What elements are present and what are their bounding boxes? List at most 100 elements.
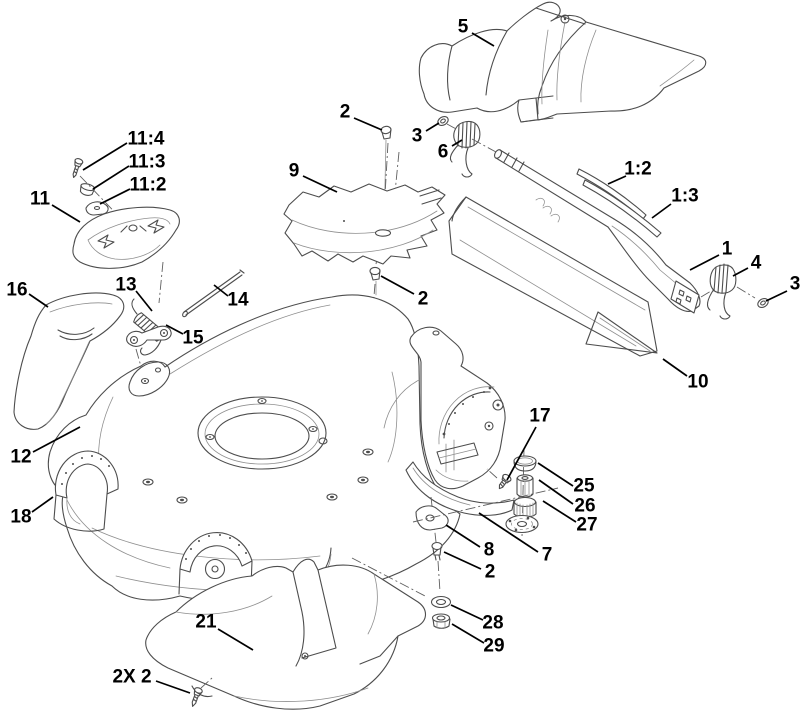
part-9-belt-cover-plate — [283, 183, 446, 265]
callout-leader-12 — [32, 426, 81, 453]
screw-11-4 — [72, 158, 84, 179]
callout-leader-13 — [135, 290, 153, 312]
screw-2x2 — [191, 687, 203, 707]
callout-leader-28 — [450, 604, 484, 621]
callout-text-8: 8 — [484, 540, 495, 561]
callout-part-3-right: 3 — [765, 274, 800, 302]
callout-part-29: 29 — [451, 623, 505, 657]
callout-leader-21 — [217, 628, 254, 651]
part-10-rear-panel — [448, 196, 658, 357]
callout-part-9: 9 — [289, 161, 338, 193]
callout-leader-9 — [302, 175, 338, 193]
callout-part-11-4: 11:4 — [82, 129, 165, 171]
callout-text-7: 7 — [542, 545, 553, 566]
callout-leader-2-mid — [380, 275, 415, 295]
callout-leader-2x-2 — [155, 680, 191, 694]
callout-text-21: 21 — [195, 612, 217, 633]
callout-part-2-bottom: 2 — [443, 551, 495, 583]
callout-leader-6 — [451, 139, 463, 147]
callout-leader-1 — [689, 254, 720, 271]
callout-part-21: 21 — [195, 612, 254, 651]
callout-text-11: 11 — [30, 189, 51, 210]
callout-leader-2-top — [353, 117, 383, 131]
callout-part-17: 17 — [506, 406, 551, 481]
rear-left-wheel-arch — [53, 450, 119, 532]
callout-text-11-2: 11:2 — [130, 175, 167, 196]
callout-text-1-2: 1:2 — [624, 159, 651, 180]
bracket-15 — [126, 325, 172, 347]
part-1-handle-bracket — [493, 149, 701, 314]
callout-text-4: 4 — [751, 253, 762, 274]
callout-part-11-3: 11:3 — [92, 152, 166, 190]
callout-leader-29 — [451, 623, 485, 644]
handle-axis-right — [700, 286, 756, 299]
callout-part-26: 26 — [538, 479, 596, 517]
part-5-cover-drawing — [418, 1, 707, 123]
callout-text-3-right: 3 — [790, 274, 800, 295]
callout-part-2-top: 2 — [340, 102, 383, 131]
callout-text-11-3: 11:3 — [129, 152, 166, 173]
callout-part-6: 6 — [438, 139, 463, 163]
bolt-2-bottom-axis — [437, 560, 441, 593]
callout-text-2-top: 2 — [340, 102, 351, 123]
callout-part-12: 12 — [10, 426, 81, 468]
callout-part-16: 16 — [6, 280, 49, 308]
callout-text-2x-2: 2X 2 — [112, 667, 151, 688]
spring-13-axis — [158, 261, 164, 304]
callout-part-18: 18 — [10, 496, 54, 528]
deck-to-washer-axis — [351, 557, 428, 598]
callout-text-18: 18 — [10, 507, 31, 528]
callout-text-11-4: 11:4 — [128, 129, 165, 150]
callout-part-28: 28 — [450, 604, 504, 634]
callout-text-12: 12 — [10, 447, 31, 468]
cap-25 — [513, 455, 537, 472]
callout-part-7: 7 — [478, 512, 553, 566]
callout-part-2x-2: 2X 2 — [112, 667, 191, 694]
callout-part-2-mid: 2 — [380, 275, 429, 310]
callout-part-10: 10 — [662, 358, 709, 393]
callout-text-28: 28 — [482, 613, 503, 634]
callout-text-16: 16 — [6, 280, 27, 301]
callout-text-6: 6 — [438, 142, 449, 163]
spring-6 — [449, 120, 481, 178]
washer-3-top — [437, 116, 449, 126]
callout-part-25: 25 — [537, 462, 595, 497]
callout-part-14: 14 — [213, 284, 249, 311]
clip-11-2 — [85, 201, 109, 216]
screw-2x2-axis — [200, 677, 213, 689]
rod-14 — [182, 269, 245, 318]
callout-part-4: 4 — [732, 253, 762, 277]
handle-axis-top — [446, 123, 497, 153]
spring-4 — [706, 263, 737, 320]
callout-leader-8 — [445, 524, 481, 548]
callout-text-10: 10 — [687, 372, 708, 393]
bolt-2-mid — [369, 266, 381, 296]
callout-part-27: 27 — [542, 500, 598, 536]
plug-26 — [516, 474, 534, 498]
callout-leader-3-top — [425, 122, 440, 132]
callout-part-1-3: 1:3 — [651, 186, 699, 219]
callout-text-1: 1 — [722, 239, 733, 260]
callout-leader-3-right — [765, 290, 788, 302]
callout-text-26: 26 — [574, 496, 595, 517]
washer-28 — [430, 595, 452, 609]
callout-text-5: 5 — [458, 17, 469, 38]
callout-leader-25 — [537, 462, 574, 487]
callout-leader-11-4 — [82, 142, 128, 171]
callout-text-17: 17 — [529, 406, 550, 427]
part-7-deflector — [405, 461, 515, 516]
callout-leader-17 — [506, 426, 537, 481]
callout-part-11-2: 11:2 — [99, 175, 167, 205]
callout-text-15: 15 — [182, 328, 204, 349]
callout-leader-16 — [28, 293, 49, 308]
trim-strip-1-2 — [576, 168, 647, 220]
callout-part-1-2: 1:2 — [607, 159, 652, 185]
callout-part-8: 8 — [445, 524, 495, 561]
callout-text-2-mid: 2 — [418, 289, 429, 310]
callout-text-13: 13 — [115, 275, 136, 296]
callout-leader-7 — [478, 512, 539, 553]
callout-text-27: 27 — [576, 515, 597, 536]
callout-leader-27 — [542, 500, 577, 523]
callout-leader-1-3 — [651, 203, 672, 219]
